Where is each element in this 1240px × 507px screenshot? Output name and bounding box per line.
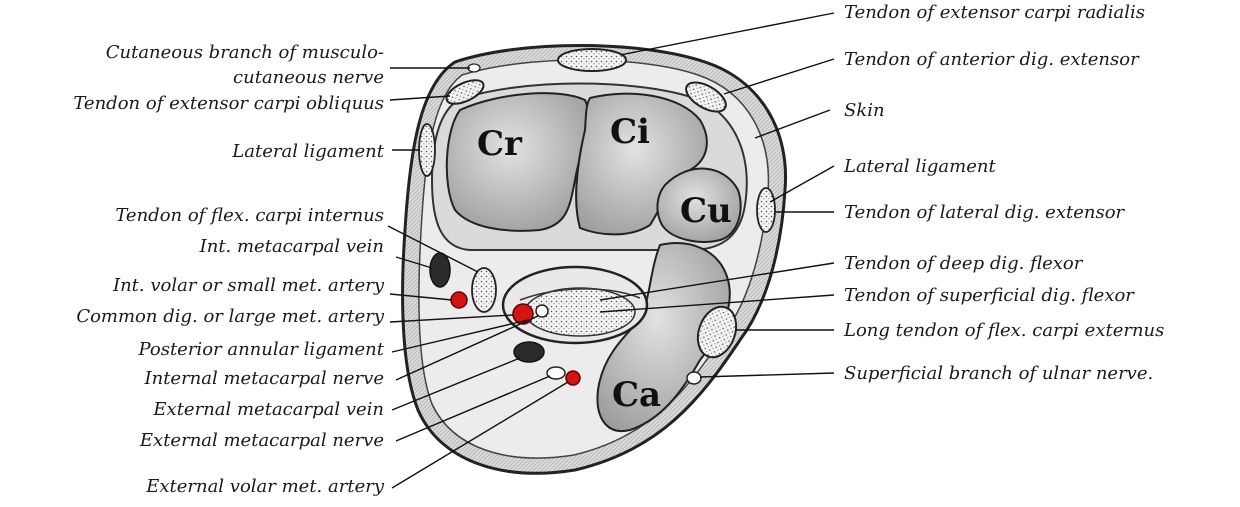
label-ulnar-nerve-branch: Superficial branch of ulnar nerve.	[844, 363, 1153, 384]
label-extensor-carpi-obliquus: Tendon of extensor carpi obliquus	[73, 93, 384, 114]
label-lateral-ligament-right: Lateral ligament	[843, 156, 996, 177]
labels-left: Cutaneous branch of musculo- cutaneous n…	[73, 42, 385, 497]
label-external-metacarpal-vein: External metacarpal vein	[152, 399, 384, 420]
bone-cu	[656, 167, 742, 243]
tendon-lateral-dig-extensor	[756, 187, 776, 233]
common-dig-large-met-artery	[512, 303, 534, 325]
label-anterior-dig-extensor: Tendon of anterior dig. extensor	[844, 49, 1140, 70]
label-int-metacarpal-vein: Int. metacarpal vein	[199, 236, 384, 257]
bone-label-ci: Ci	[610, 112, 650, 152]
label-external-metacarpal-nerve: External metacarpal nerve	[139, 430, 384, 451]
tendon-flex-carpi-internus	[471, 267, 497, 313]
long-tendon-flex-carpi-externus	[696, 305, 738, 359]
bone-cr	[445, 92, 590, 232]
int-metacarpal-vein	[429, 252, 451, 288]
label-extensor-carpi-radialis: Tendon of extensor carpi radialis	[844, 2, 1145, 23]
label-lateral-ligament-left: Lateral ligament	[231, 141, 384, 162]
internal-metacarpal-nerve	[535, 304, 549, 318]
bone-label-cu: Cu	[680, 191, 732, 231]
external-volar-met-artery	[565, 370, 581, 386]
label-lateral-dig-extensor: Tendon of lateral dig. extensor	[844, 202, 1126, 223]
label-flex-carpi-internus: Tendon of flex. carpi internus	[115, 205, 384, 226]
label-flex-carpi-externus: Long tendon of flex. carpi externus	[843, 320, 1164, 341]
leader-lines-left	[387, 67, 569, 489]
label-common-dig-artery: Common dig. or large met. artery	[76, 306, 385, 327]
tendon-anterior-dig-extensor	[685, 81, 727, 113]
label-cutaneous-branch: Cutaneous branch of musculo-	[106, 42, 384, 63]
bone-label-cr: Cr	[477, 124, 523, 164]
label-int-volar-artery: Int. volar or small met. artery	[112, 275, 385, 296]
label-deep-dig-flexor: Tendon of deep dig. flexor	[844, 253, 1084, 274]
external-metacarpal-nerve	[546, 366, 566, 380]
label-skin: Skin	[844, 100, 885, 121]
label-internal-metacarpal-nerve: Internal metacarpal nerve	[143, 368, 384, 389]
tendon-extensor-carpi-radialis	[557, 48, 627, 72]
labels-right: Tendon of extensor carpi radialis Tendon…	[843, 2, 1164, 384]
label-posterior-annular-ligament: Posterior annular ligament	[137, 339, 384, 360]
superficial-branch-ulnar-nerve	[686, 371, 702, 385]
leader-lines-right	[599, 12, 835, 378]
label-cutaneous-nerve: cutaneous nerve	[233, 67, 384, 88]
int-volar-small-met-artery	[450, 291, 468, 309]
external-metacarpal-vein	[513, 341, 545, 363]
tendon-extensor-carpi-obliquus	[445, 79, 485, 105]
bone-label-ca: Ca	[612, 375, 661, 415]
bone-ci	[575, 92, 708, 236]
label-superficial-dig-flexor: Tendon of superficial dig. flexor	[844, 285, 1135, 306]
flexor-tendon-sheath	[501, 265, 649, 345]
lateral-ligament-left	[418, 123, 436, 177]
label-external-volar-artery: External volar met. artery	[145, 476, 385, 497]
